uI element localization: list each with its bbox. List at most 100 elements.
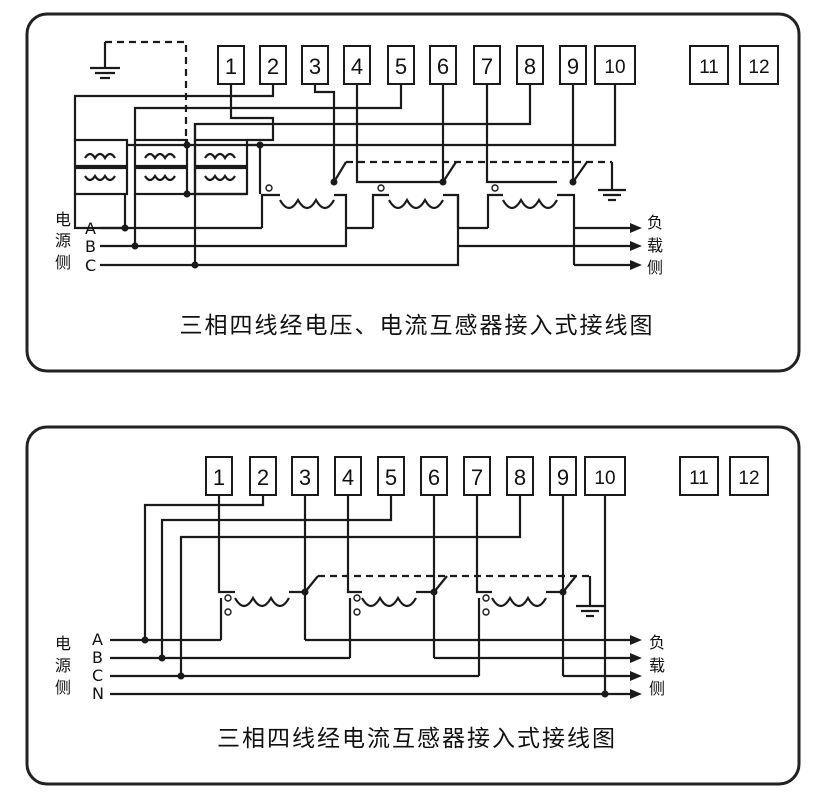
terminal-4: 4 [343,45,371,85]
terminal-2: 2 [259,45,287,85]
svg-text:1: 1 [225,54,237,79]
terminal-4: 4 [334,456,362,496]
source-label-2: 源 [55,656,71,675]
diagram2-terminal-block: 1 2 3 4 5 6 7 8 9 10 11 12 [205,456,769,496]
svg-text:5: 5 [395,54,407,79]
wire-terminal-2 [143,495,265,640]
svg-text:9: 9 [567,54,579,79]
svg-text:7: 7 [481,54,493,79]
arrow-icon [630,689,642,699]
source-label-1: 电 [55,634,71,653]
diagram2-title: 三相四线经电流互感器接入式接线图 [217,726,617,752]
terminal-11: 11 [689,45,729,85]
voltage-transformer-bank [73,138,249,196]
diagram1-terminal-block: 1 2 3 4 5 6 7 8 9 10 11 12 [217,45,779,85]
terminal-9: 9 [559,45,587,85]
phase-label-b: B [85,237,96,256]
terminal-10: 10 [584,456,626,496]
phase-label-a: A [85,219,96,238]
terminal-3: 3 [291,456,319,496]
wire-terminal-7 [485,84,557,184]
wire-terminal-1 [229,84,275,142]
terminal-11: 11 [679,456,719,496]
wire-terminal-8 [179,495,522,676]
pt-c-secondary [193,166,249,196]
source-label-3: 侧 [55,253,71,272]
load-label-3: 侧 [647,258,663,277]
svg-text:10: 10 [604,57,625,78]
line-c-source [100,246,460,267]
pt-coil [204,152,236,161]
pt-b-primary [133,138,189,168]
current-transformer-a [260,184,348,228]
terminal-3: 3 [301,45,329,85]
terminal-9: 9 [549,456,577,496]
pt-coil [144,173,176,182]
diagram1-frame [25,12,801,373]
load-label-1: 负 [647,213,663,232]
terminal-8: 8 [506,456,534,496]
source-label-3: 侧 [55,678,71,697]
terminal-6: 6 [420,456,448,496]
current-transformer-c [486,184,576,265]
wire-terminal-4 [355,84,443,184]
phase-label-b: B [92,648,103,667]
ground-icon [576,576,604,618]
pt-a-to-line [73,194,125,230]
terminal-12: 12 [739,45,779,85]
pt-b-secondary [133,166,189,196]
terminal-6: 6 [429,45,457,85]
arrow-icon [630,635,642,645]
svg-text:8: 8 [524,54,536,79]
diagram1-title: 三相四线经电压、电流互感器接入式接线图 [180,313,655,339]
line-b-source [100,228,348,248]
svg-text:11: 11 [699,57,719,78]
diagram2-frame [25,425,801,786]
ground-icon [90,42,120,80]
terminal-1: 1 [205,456,233,496]
terminal-5: 5 [377,456,405,496]
terminal-7: 7 [463,456,491,496]
svg-text:6: 6 [428,465,440,490]
pt-a-secondary [73,166,129,196]
svg-text:2: 2 [257,465,269,490]
arrow-icon [630,241,642,251]
pt-coil [204,173,236,182]
pt-ground-dashed-wire [105,40,188,145]
svg-text:10: 10 [594,468,615,489]
arrow-icon [630,260,642,270]
current-transformer-b [371,184,460,246]
pt-coil [84,152,116,161]
svg-text:3: 3 [309,54,321,79]
svg-text:5: 5 [385,465,397,490]
diagram-current-transformer: 1 2 3 4 5 6 7 8 9 10 11 12 [25,425,801,786]
terminal-10: 10 [594,45,636,85]
wire-terminal-2 [73,84,275,140]
phase-label-n: N [92,684,104,703]
load-label-1: 负 [649,633,665,652]
phase-label-c: C [92,666,103,685]
terminal-12: 12 [729,456,769,496]
arrow-icon [630,223,642,233]
load-label-2: 载 [649,656,665,675]
phase-label-c: C [85,256,96,275]
pt-a-primary [73,138,129,168]
terminal-8: 8 [516,45,544,85]
wire-terminal-5 [133,84,403,140]
wire-terminal-10 [187,84,617,147]
svg-text:11: 11 [689,468,709,489]
terminal-2: 2 [249,456,277,496]
wire-terminal-5 [160,495,393,658]
svg-text:12: 12 [738,468,759,489]
svg-text:8: 8 [514,465,526,490]
terminal-5: 5 [387,45,415,85]
wire-terminal-3 [313,84,336,182]
terminal-1: 1 [217,45,245,85]
pt-coil [84,173,116,182]
load-label-2: 载 [647,236,663,255]
load-label-3: 侧 [649,679,665,698]
svg-text:7: 7 [471,465,483,490]
phase-label-a: A [92,630,103,649]
current-transformer-a [217,495,307,640]
